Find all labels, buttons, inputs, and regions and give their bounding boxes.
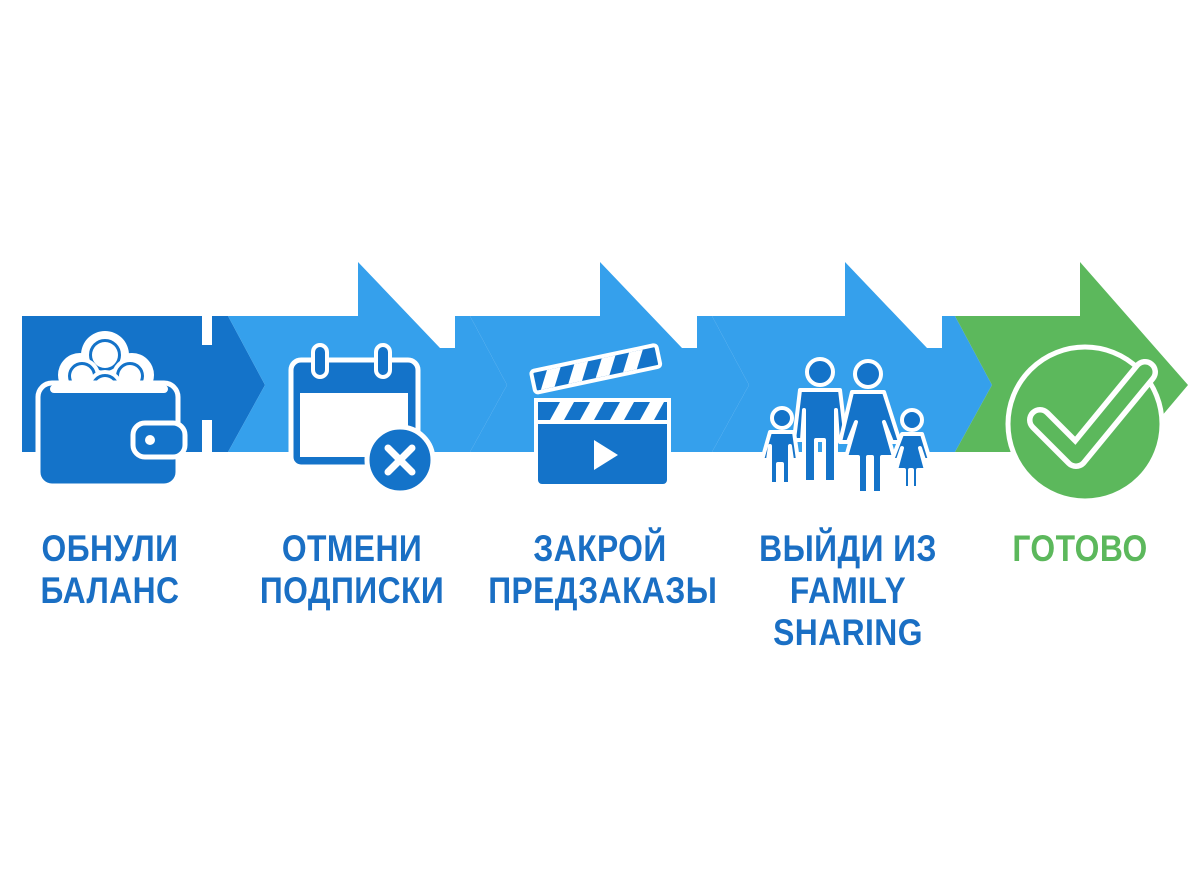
- clapperboard-icon: [529, 343, 671, 488]
- label-line: ПОДПИСКИ: [259, 570, 445, 611]
- checkmark-circle-icon: [1005, 344, 1165, 504]
- calendar-cancel-icon: [288, 343, 436, 496]
- label-line: ВЫЙДИ ИЗ: [759, 528, 937, 569]
- step-label-cancel-subscriptions: ОТМЕНИ ПОДПИСКИ: [240, 528, 464, 612]
- step-arrow-4: [712, 262, 992, 452]
- label-line: ЗАКРОЙ: [533, 528, 667, 569]
- label-line: БАЛАНС: [40, 570, 180, 611]
- label-line: ПРЕДЗАКАЗЫ: [488, 570, 718, 611]
- step-label-done: ГОТОВО: [968, 528, 1192, 570]
- wallet-icon: [35, 331, 188, 489]
- label-line: ОТМЕНИ: [281, 528, 423, 569]
- label-line: SHARING: [773, 612, 923, 653]
- step-label-leave-family-sharing: ВЫЙДИ ИЗ FAMILY SHARING: [736, 528, 960, 654]
- step-label-reset-balance: ОБНУЛИ БАЛАНС: [0, 528, 222, 612]
- label-line: FAMILY: [789, 570, 907, 611]
- family-icon: [760, 357, 932, 495]
- label-line: ГОТОВО: [1012, 528, 1148, 569]
- step-label-close-preorders: ЗАКРОЙ ПРЕДЗАКАЗЫ: [488, 528, 718, 612]
- label-line: ОБНУЛИ: [41, 528, 179, 569]
